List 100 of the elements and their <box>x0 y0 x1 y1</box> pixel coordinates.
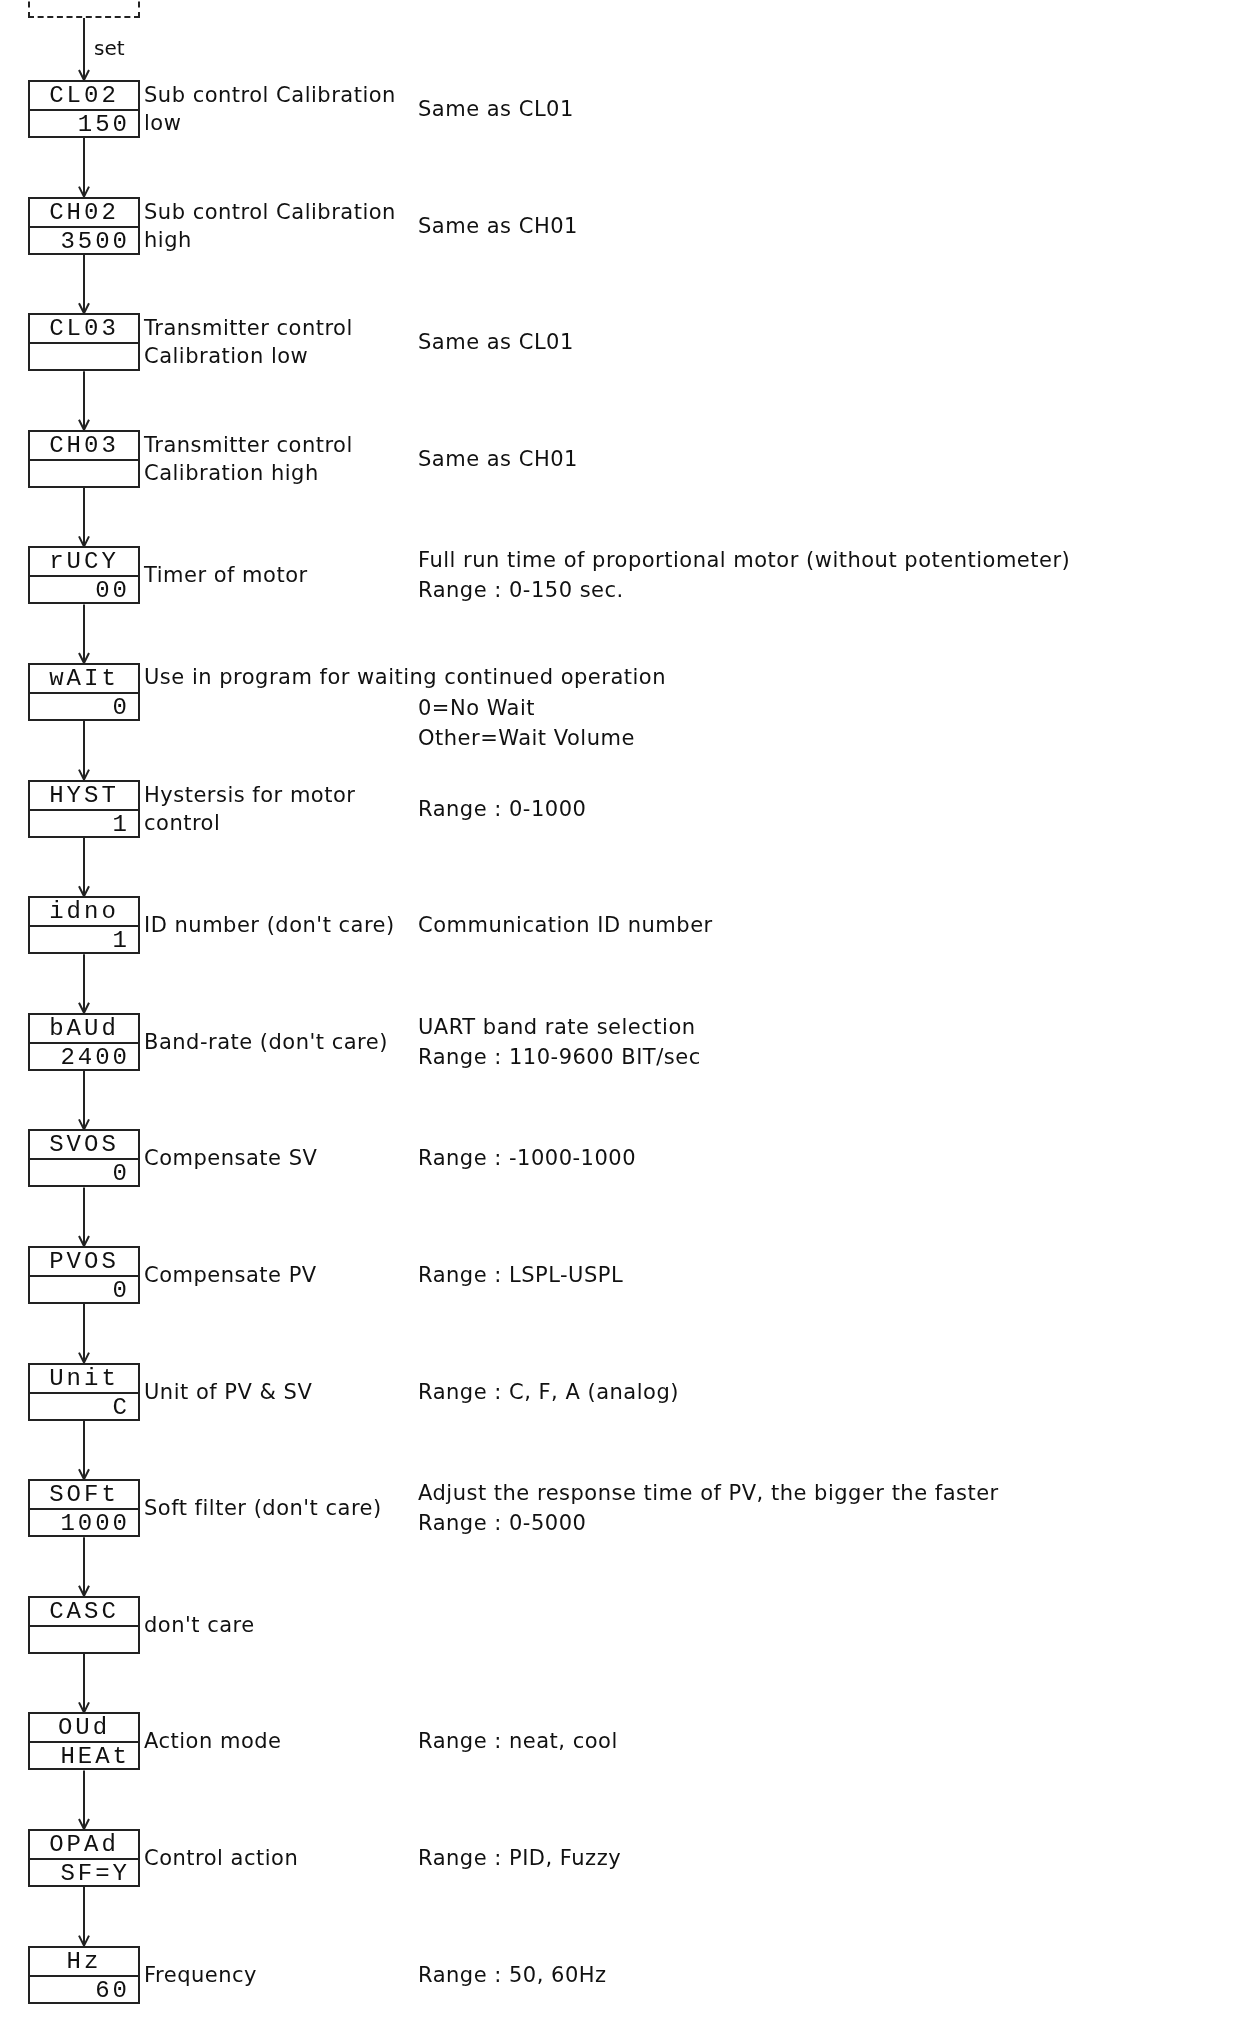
parameter-explanation: Same as CH01 <box>418 445 578 473</box>
display-value: 0 <box>111 694 131 721</box>
flow-arrow <box>78 486 90 548</box>
flow-arrow <box>78 603 90 664</box>
display-value: 2400 <box>59 1043 131 1071</box>
flow-arrow <box>78 1303 90 1364</box>
display-panel <box>28 1829 140 1887</box>
display-code: CH02 <box>30 198 138 228</box>
display-code: SOFt <box>30 1481 138 1511</box>
display-value: 1000 <box>59 1510 131 1538</box>
parameter-description: Sub control Calibration high <box>144 198 397 254</box>
display-value: C <box>111 1393 131 1421</box>
parameter-explanation: 0=No Wait <box>418 695 536 722</box>
display-panel <box>28 1945 140 2004</box>
display-value: 3500 <box>59 227 131 255</box>
display-value: 150 <box>76 111 131 138</box>
display-value: 60 <box>94 1976 131 2004</box>
flow-arrow <box>78 1419 90 1481</box>
parameter-explanation: Range : LSPL-USPL <box>418 1262 624 1289</box>
display-panel <box>28 196 140 255</box>
display-code: CASC <box>30 1597 138 1627</box>
display-code: OPAd <box>30 1831 138 1860</box>
parameter-description: Frequency <box>144 1961 258 1989</box>
parameter-description: Compensate SV <box>144 1145 319 1173</box>
display-code: SVOS <box>30 1131 138 1161</box>
flow-arrow <box>78 137 90 198</box>
parameter-explanation: UART band rate selection <box>418 1013 696 1041</box>
parameter-explanation: Range : 0-5000 <box>418 1510 587 1538</box>
flow-arrow <box>78 1069 90 1131</box>
flow-arrow <box>78 1536 90 1597</box>
parameter-explanation: Range : C, F, A (analog) <box>418 1378 679 1406</box>
parameter-explanation: Same as CH01 <box>418 212 578 240</box>
display-code: PVOS <box>30 1248 138 1277</box>
display-code: CL02 <box>30 82 138 111</box>
display-panel <box>28 1595 140 1654</box>
display-value: 0 <box>111 1160 131 1188</box>
parameter-explanation: Same as CL01 <box>418 329 574 357</box>
parameter-explanation: Communication ID number <box>418 912 713 940</box>
display-panel <box>28 313 140 372</box>
flow-arrow <box>78 1769 90 1830</box>
flow-arrow <box>78 17 90 81</box>
parameter-description: Soft filter (don't care) <box>144 1495 383 1523</box>
flow-arrow <box>78 720 90 781</box>
parameter-explanation: Range : 0-150 sec. <box>418 577 624 605</box>
display-value: 00 <box>94 577 131 605</box>
parameter-explanation: Range : neat, cool <box>418 1728 618 1756</box>
display-code: idno <box>30 898 138 928</box>
display-code: CL03 <box>30 315 138 345</box>
parameter-description: Timer of motor <box>144 562 309 590</box>
parameter-description: Hystersis for motor control <box>144 781 357 837</box>
flow-arrow <box>78 370 90 431</box>
display-code: wAIt <box>30 665 138 694</box>
display-panel <box>28 1362 140 1421</box>
display-panel <box>28 1712 140 1771</box>
display-code: bAUd <box>30 1014 138 1044</box>
flow-arrow <box>78 1652 90 1714</box>
display-code: Hz <box>30 1947 138 1977</box>
parameter-description: Sub control Calibration low <box>144 82 397 137</box>
display-panel <box>28 896 140 955</box>
parameter-explanation: Range : 110-9600 BIT/sec <box>418 1043 701 1071</box>
display-code: HYST <box>30 781 138 811</box>
flow-arrow <box>78 1186 90 1247</box>
parameter-description: Band-rate (don't care) <box>144 1028 389 1056</box>
display-panel <box>28 1246 140 1304</box>
parameter-explanation: Same as CL01 <box>418 96 574 123</box>
parameter-explanation: Range : -1000-1000 <box>418 1145 637 1173</box>
parameter-explanation: Other=Wait Volume <box>418 725 635 752</box>
display-value: HEAt <box>59 1743 131 1771</box>
display-code: CH03 <box>30 431 138 461</box>
display-panel <box>28 1479 140 1538</box>
display-panel <box>28 663 140 721</box>
parameter-explanation: Full run time of proportional motor (without potentiometer) <box>418 547 1071 575</box>
display-value: 1 <box>111 927 131 955</box>
display-code: rUCY <box>30 548 138 578</box>
parameter-description: Use in program for waiting continued operation <box>144 664 667 691</box>
parameter-explanation: Range : 50, 60Hz <box>418 1961 607 1989</box>
display-value: 1 <box>111 810 131 838</box>
display-panel <box>28 1129 140 1188</box>
parameter-explanation: Range : PID, Fuzzy <box>418 1845 622 1872</box>
display-code: OUd <box>30 1714 138 1744</box>
parameter-explanation: Adjust the response time of PV, the bigger the faster <box>418 1480 999 1508</box>
display-code: Unit <box>30 1364 138 1394</box>
display-value: SF=Y <box>59 1860 131 1887</box>
display-panel <box>28 779 140 838</box>
parameter-description: Compensate PV <box>144 1262 318 1289</box>
parameter-description: ID number (don't care) <box>144 912 396 940</box>
display-panel <box>28 1012 140 1071</box>
parameter-description: Transmitter control Calibration high <box>144 431 354 487</box>
parameter-description: don't care <box>144 1611 256 1639</box>
flow-arrow <box>78 253 90 315</box>
flow-arrow <box>78 1886 90 1947</box>
parameter-description: Action mode <box>144 1728 283 1756</box>
display-panel <box>28 429 140 488</box>
parameter-description: Transmitter control Calibration low <box>144 315 354 371</box>
parameter-description: Unit of PV & SV <box>144 1378 314 1406</box>
display-panel <box>28 546 140 605</box>
display-panel <box>28 80 140 138</box>
flow-arrow <box>78 953 90 1014</box>
flow-arrow <box>78 836 90 898</box>
parameter-description: Control action <box>144 1845 300 1872</box>
